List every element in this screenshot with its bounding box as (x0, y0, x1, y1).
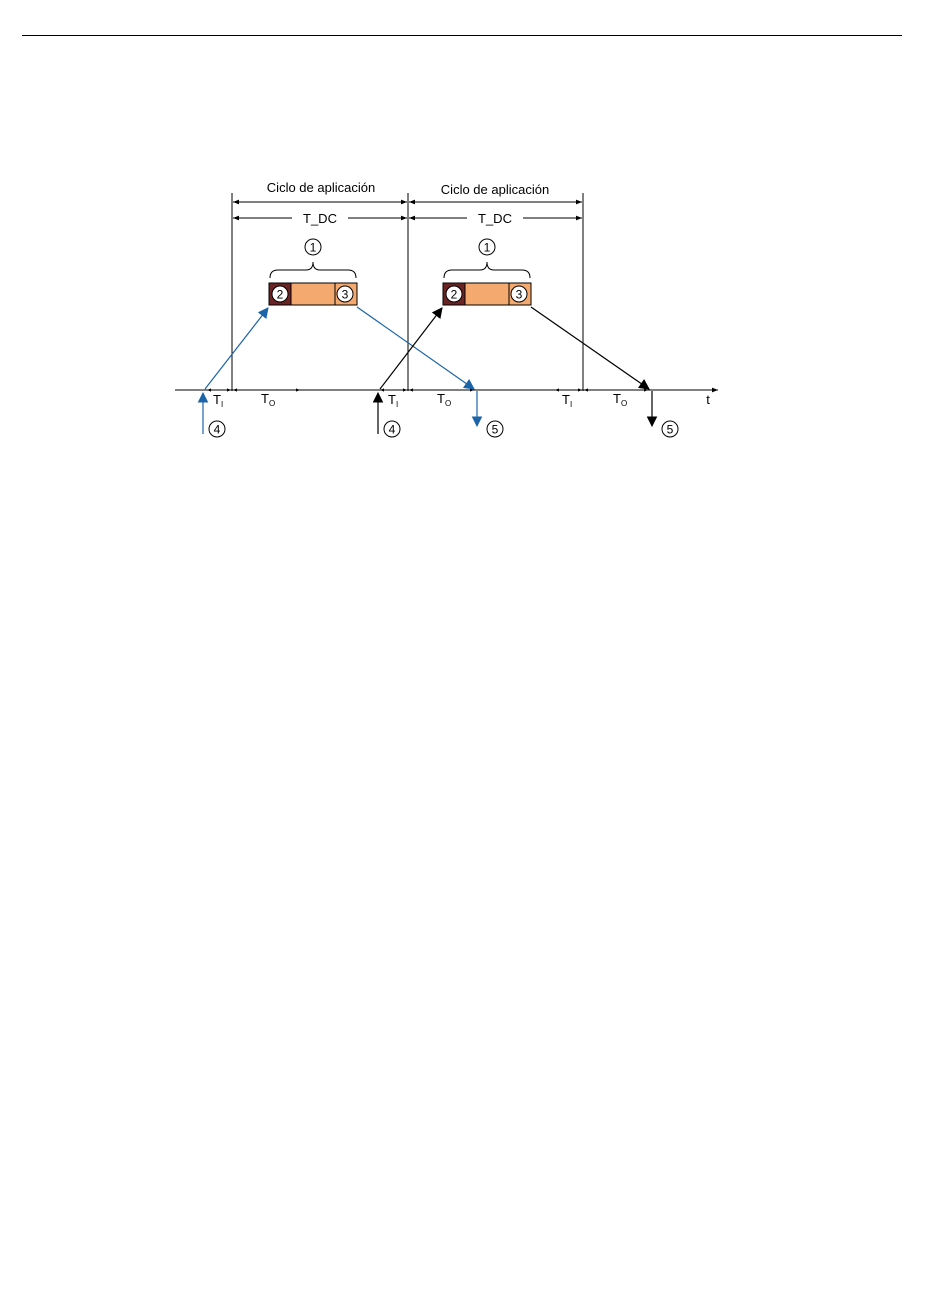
blue-flow (203, 307, 477, 434)
cycle-1-period: T_DC (303, 211, 337, 226)
read-arrow-2 (380, 308, 442, 389)
marker-2-b: 2 (451, 288, 458, 302)
write-arrow-1 (357, 307, 474, 389)
ti-label-1: TI (213, 392, 223, 409)
time-axis: t TI TO TI TO TI TO (175, 390, 718, 409)
to-label-1: TO (261, 391, 275, 408)
axis-label-t: t (706, 392, 710, 407)
read-arrow-1 (205, 308, 268, 389)
cycle-2-title: Ciclo de aplicación (441, 182, 549, 197)
brace-1 (270, 262, 356, 278)
marker-3-a: 3 (342, 288, 349, 302)
black-flow (378, 307, 652, 434)
cycle-2-period: T_DC (478, 211, 512, 226)
cycle-1: Ciclo de aplicación T_DC (233, 180, 407, 226)
to-label-3: TO (613, 391, 627, 408)
marker-1-b: 1 (484, 241, 491, 255)
task-block-2: 1 2 3 (443, 239, 531, 305)
ti-label-3: TI (562, 392, 572, 409)
marker-5-b: 5 (667, 423, 674, 437)
marker-1: 1 (310, 241, 317, 255)
marker-2-a: 2 (277, 288, 284, 302)
marker-4-a: 4 (214, 423, 221, 437)
cycle-2: Ciclo de aplicación T_DC (409, 182, 582, 226)
event-markers: 4 4 5 5 (209, 421, 678, 437)
ti-label-2: TI (388, 392, 398, 409)
cycle-1-title: Ciclo de aplicación (267, 180, 375, 195)
to-label-2: TO (437, 391, 451, 408)
brace-2 (444, 262, 530, 278)
task-block-1: 1 2 3 (269, 239, 357, 305)
write-arrow-2 (531, 307, 649, 389)
marker-5-a: 5 (492, 423, 499, 437)
marker-4-b: 4 (389, 423, 396, 437)
marker-3-b: 3 (516, 288, 523, 302)
